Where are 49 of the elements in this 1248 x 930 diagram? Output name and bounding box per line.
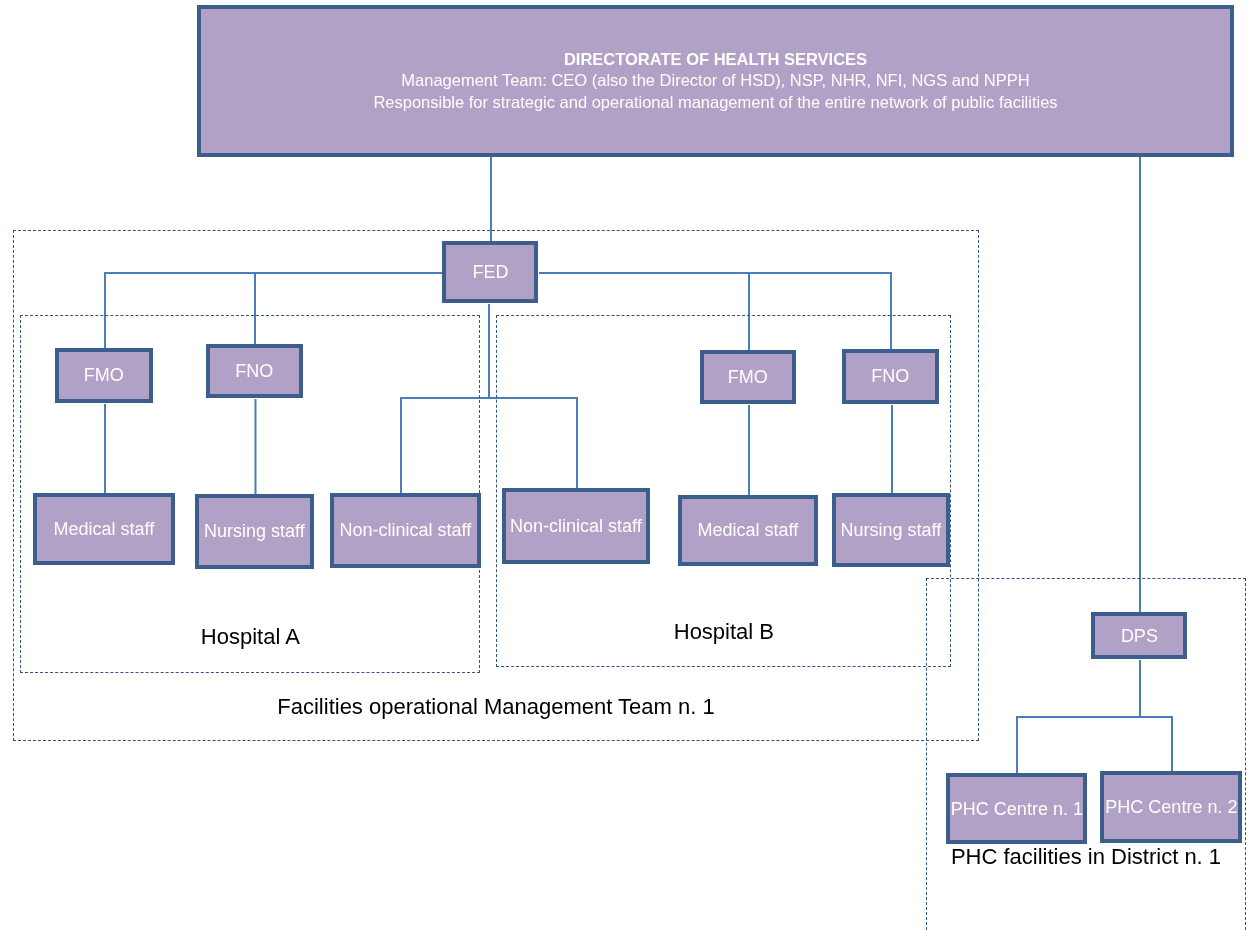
group-label: Facilities operational Management Team n. 1: [276, 693, 716, 721]
unit-label: DPS: [1120, 624, 1158, 648]
connector-line: [490, 156, 492, 243]
unit-label: FNO: [235, 359, 274, 383]
box-heading: DIRECTORATE OF HEALTH SERVICES: [563, 48, 868, 70]
dashed-group-frame: [496, 315, 952, 668]
connector-line: [254, 398, 257, 496]
unit-label: Non-clinical staff: [339, 519, 472, 542]
group-label: Hospital B: [672, 618, 776, 647]
directorate-box: [197, 5, 1234, 157]
org-unit-box: [699, 349, 796, 404]
org-unit-box: [329, 492, 481, 568]
unit-label: Medical staff: [697, 519, 799, 542]
connector-line: [891, 404, 893, 495]
connector-line: [254, 272, 444, 346]
org-unit-box: [442, 241, 539, 304]
dashed-group-frame: [20, 315, 481, 674]
unit-label: FMO: [727, 365, 768, 389]
org-unit-box: [194, 493, 314, 569]
org-unit-box: [1091, 612, 1188, 660]
box-text: Responsible for strategic and operational management of the entire network of public facilities: [373, 91, 1058, 113]
org-unit-box: [677, 494, 818, 566]
unit-label: Nursing staff: [203, 520, 305, 543]
box-text: Management Team: CEO (also the Director of HSD), NSP, NHR, NFI, NGS and NPPH: [401, 70, 1030, 92]
unit-label: Nursing staff: [840, 518, 942, 542]
connector-line: [1139, 659, 1173, 773]
connector-line: [488, 303, 578, 490]
dashed-group-frame: [926, 578, 1246, 930]
dashed-group-frame: [13, 230, 979, 741]
group-label: Hospital A: [199, 623, 301, 652]
unit-label: PHC Centre n. 1: [950, 797, 1083, 821]
org-unit-box: [1100, 771, 1243, 844]
unit-label: FED: [472, 261, 509, 284]
org-unit-box: [54, 347, 153, 403]
connector-line: [748, 404, 750, 497]
connector-line: [1139, 156, 1141, 614]
group-label: PHC facilities in District n. 1: [949, 843, 1223, 871]
unit-label: FNO: [871, 365, 910, 388]
org-unit-box: [831, 492, 950, 567]
org-unit-box: [841, 348, 939, 404]
unit-label: Non-clinical staff: [509, 514, 642, 538]
unit-label: Medical staff: [53, 517, 155, 541]
org-unit-box: [501, 487, 650, 564]
unit-label: FMO: [83, 364, 124, 387]
connector-line: [104, 403, 106, 495]
org-unit-box: [32, 492, 175, 565]
org-unit-box: [946, 773, 1088, 845]
org-unit-box: [205, 343, 303, 398]
unit-label: PHC Centre n. 2: [1105, 796, 1238, 819]
